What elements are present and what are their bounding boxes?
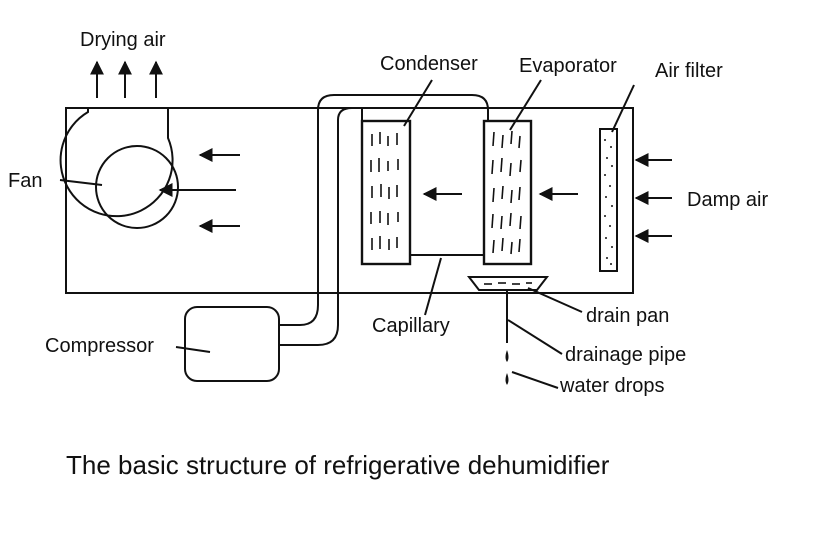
fan-scroll-housing bbox=[59, 108, 174, 218]
housing-box bbox=[65, 107, 634, 294]
evaporator bbox=[482, 119, 533, 266]
condenser-label: Condenser bbox=[380, 53, 478, 75]
damp-air-arrows bbox=[634, 153, 672, 243]
drying-air-arrows bbox=[90, 60, 163, 98]
condenser bbox=[360, 119, 412, 266]
airflow-arrows bbox=[158, 148, 578, 233]
air-filter bbox=[599, 128, 618, 272]
drainage-pipe-label: drainage pipe bbox=[565, 344, 686, 366]
evaporator-label: Evaporator bbox=[519, 55, 617, 77]
drying-air-label: Drying air bbox=[80, 29, 166, 51]
compressor-label: Compressor bbox=[45, 335, 154, 357]
damp-air-label: Damp air bbox=[687, 189, 768, 211]
drain-pan-label: drain pan bbox=[586, 305, 669, 327]
capillary-label: Capillary bbox=[372, 315, 450, 337]
air-filter-label: Air filter bbox=[655, 60, 723, 82]
fan bbox=[95, 145, 179, 229]
refrigerant-tubes bbox=[280, 94, 489, 346]
diagram-caption: The basic structure of refrigerative deh… bbox=[66, 450, 610, 480]
water-drops-label: water drops bbox=[559, 375, 665, 397]
drain-pan bbox=[466, 276, 550, 291]
water-drops bbox=[505, 350, 509, 385]
compressor bbox=[184, 306, 280, 382]
fan-label: Fan bbox=[8, 170, 42, 192]
leader-lines bbox=[59, 79, 635, 389]
